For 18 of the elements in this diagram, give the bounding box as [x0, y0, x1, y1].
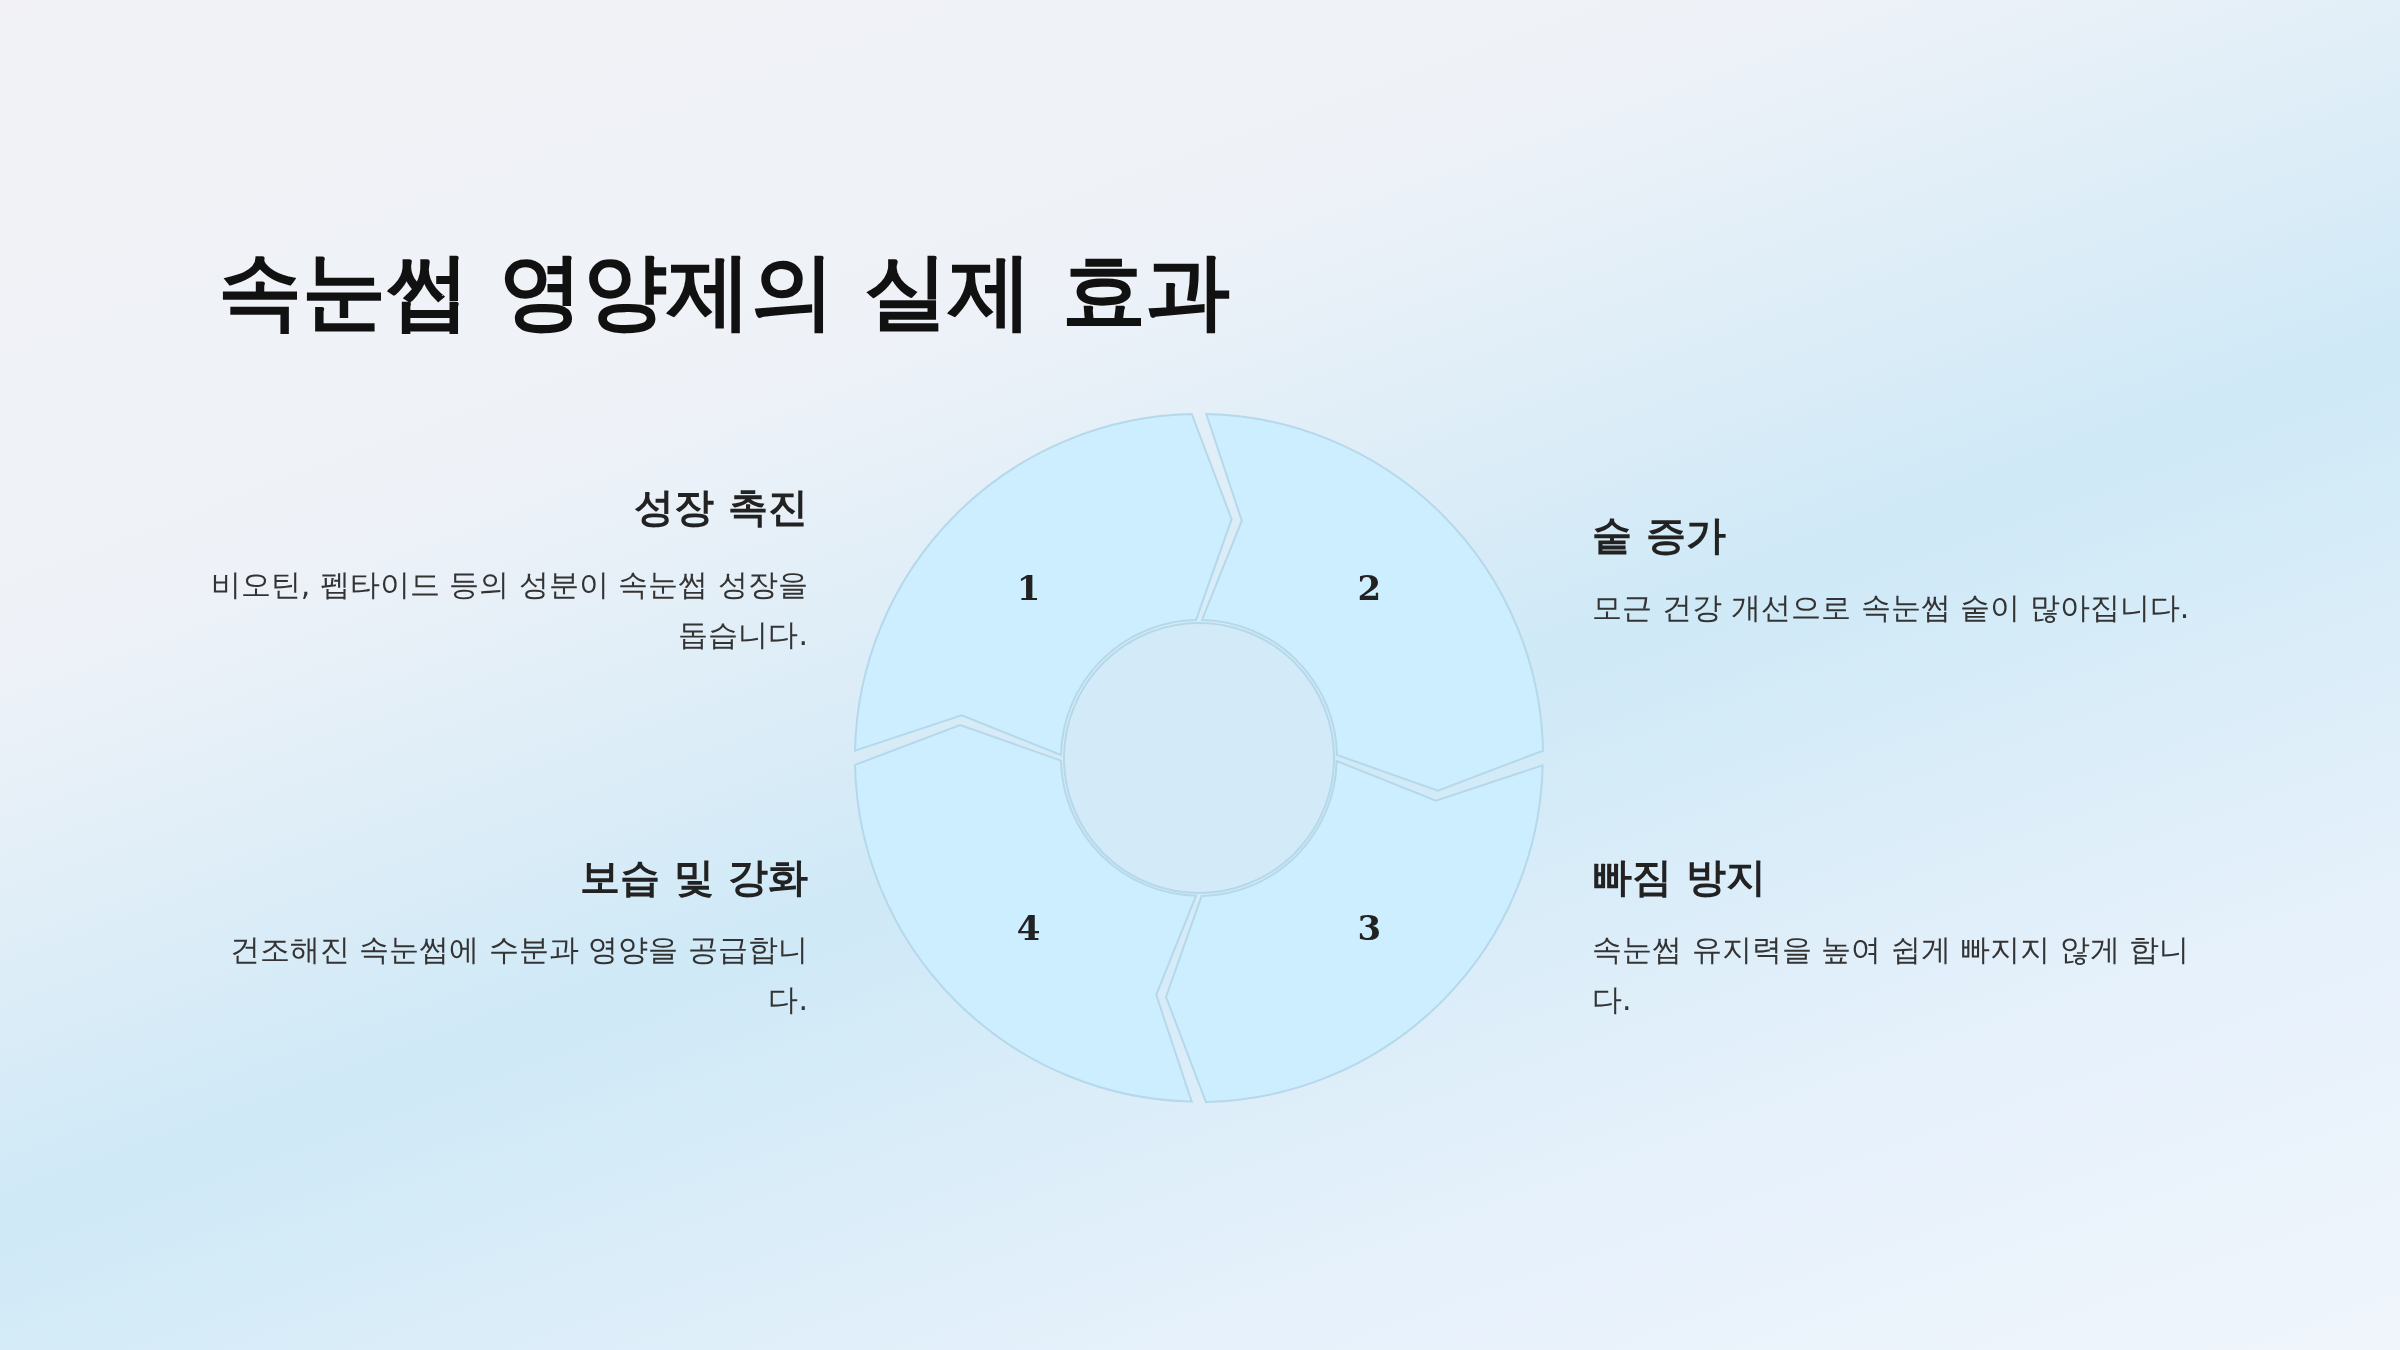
- step-number: 3: [1357, 908, 1382, 949]
- step-number: 1: [1016, 567, 1041, 608]
- step-number: 4: [1016, 908, 1041, 949]
- center-circle: [1063, 622, 1335, 894]
- arrow-segment: [853, 412, 1234, 758]
- item-heading: 빠짐 방지: [1592, 853, 1766, 902]
- step-number: 2: [1357, 567, 1382, 608]
- item-heading: 보습 및 강화: [580, 853, 808, 902]
- item-description: 건조해진 속눈썹에 수분과 영양을 공급합니다.: [228, 931, 808, 1019]
- item-heading: 성장 촉진: [634, 483, 808, 532]
- arrow-segment: [1199, 412, 1545, 793]
- item-heading: 숱 증가: [1592, 511, 1726, 560]
- item-description: 비오틴, 펩타이드 등의 성분이 속눈썹 성장을 돕습니다.: [209, 566, 808, 654]
- arrow-segment: [1164, 758, 1545, 1104]
- item-description: 모근 건강 개선으로 속눈썹 숱이 많아집니다.: [1592, 589, 2191, 627]
- item-description: 속눈썹 유지력을 높여 쉽게 빠지지 않게 합니다.: [1592, 931, 2191, 1019]
- arrow-segment: [853, 723, 1199, 1104]
- slide-title: 속눈썹 영양제의 실제 효과: [218, 241, 1230, 342]
